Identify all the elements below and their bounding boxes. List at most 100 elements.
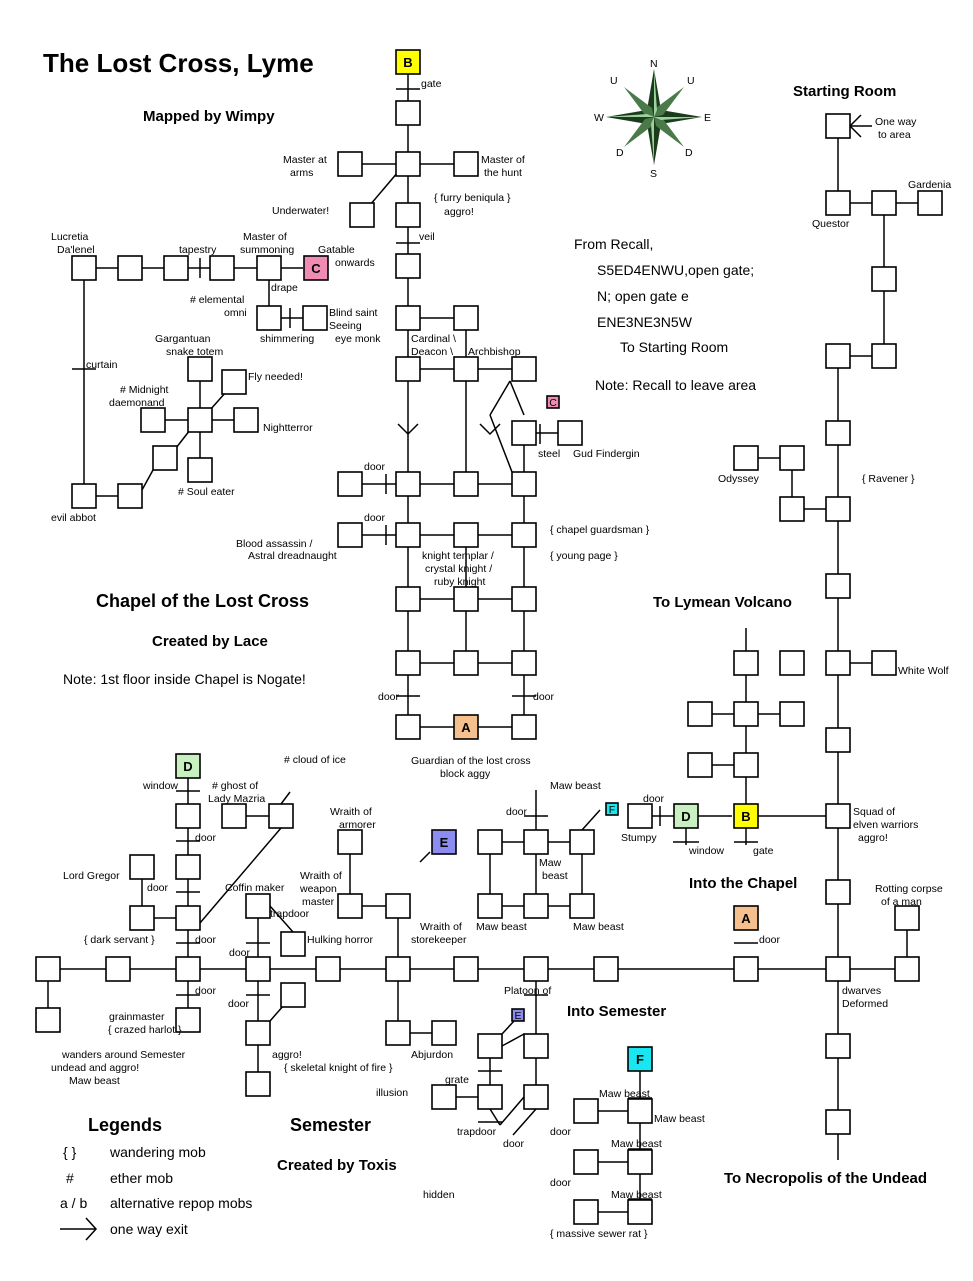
map-room	[337, 471, 363, 497]
map-room	[511, 471, 537, 497]
map-label: Questor	[812, 218, 850, 230]
map-title: The Lost Cross, Lyme	[43, 48, 314, 78]
marker-letter: E	[514, 1010, 521, 1022]
map-rooms	[35, 100, 943, 1225]
map-label: door	[229, 947, 251, 959]
map-room	[385, 956, 411, 982]
map-room	[825, 727, 851, 753]
marker-f	[627, 1046, 653, 1072]
connection-line	[209, 391, 227, 411]
map-room	[453, 650, 479, 676]
map-label: hidden	[423, 1189, 455, 1201]
map-room	[825, 420, 851, 446]
map-label: weapon	[299, 883, 337, 895]
map-room	[385, 1020, 411, 1046]
map-label: aggro!	[858, 832, 888, 844]
connection-line	[509, 380, 525, 416]
map-room	[511, 714, 537, 740]
directions-line-2: S5ED4ENWU,open gate;	[597, 262, 754, 278]
map-label: { skeletal knight of fire }	[284, 1062, 393, 1074]
map-room	[175, 803, 201, 829]
map-label: Lord Gregor	[63, 870, 120, 882]
map-label: elven warriors	[853, 819, 918, 831]
map-label: # elemental	[190, 294, 244, 306]
compass-d2: D	[685, 147, 693, 159]
map-room	[825, 573, 851, 599]
map-label: Master at	[283, 154, 327, 166]
map-label: { young page }	[550, 550, 618, 562]
map-label: Nightterror	[263, 422, 313, 434]
map-label: # ghost of	[212, 780, 258, 792]
map-label: onwards	[335, 257, 375, 269]
marker-letter: C	[549, 397, 557, 409]
marker-letter: F	[609, 804, 615, 816]
map-room	[511, 420, 537, 446]
map-label: eye monk	[335, 333, 381, 345]
map-label: Wraith of	[330, 806, 372, 818]
legend-text-oneway: one way exit	[110, 1221, 188, 1237]
marker-e	[431, 829, 457, 855]
map-label: tapestry	[179, 244, 217, 256]
map-label: door	[533, 691, 555, 703]
map-label: Maw beast	[599, 1088, 650, 1100]
marker-letter: C	[311, 261, 321, 276]
map-label: door	[506, 806, 528, 818]
map-label: grainmaster	[109, 1011, 165, 1023]
map-room	[349, 202, 375, 228]
map-label: shimmering	[260, 333, 314, 345]
map-label: ruby knight	[434, 576, 485, 588]
map-label: Gargantuan	[155, 333, 211, 345]
map-room	[523, 1084, 549, 1110]
map-room	[573, 1149, 599, 1175]
map-room	[733, 650, 759, 676]
map-room	[733, 956, 759, 982]
map-label: Coffin maker	[225, 882, 285, 894]
map-label: veil	[419, 231, 435, 243]
map-label: Deformed	[842, 998, 888, 1010]
compass-d1: D	[616, 147, 624, 159]
map-label: to area	[878, 129, 911, 141]
map-label: illusion	[376, 1087, 408, 1099]
map-room	[825, 113, 851, 139]
map-room	[117, 255, 143, 281]
legend-symbol-wandering: { }	[63, 1144, 77, 1160]
marker-a	[453, 714, 479, 740]
map-label: gate	[421, 78, 442, 90]
map-room	[779, 650, 805, 676]
map-label: One way	[875, 116, 917, 128]
marker-e	[511, 1008, 525, 1022]
map-label: Maw beast	[476, 921, 527, 933]
map-room	[511, 586, 537, 612]
map-label: block aggy	[440, 768, 491, 780]
map-room	[35, 956, 61, 982]
connection-line	[499, 1096, 525, 1126]
legend: Legends { } wandering mob # ether mob a …	[60, 1115, 252, 1241]
map-room	[523, 1033, 549, 1059]
map-label: Lucretia	[51, 231, 89, 243]
one-way-arrow-icon	[397, 423, 419, 436]
map-label: window	[688, 845, 724, 857]
marker-letter: F	[636, 1052, 644, 1067]
map-room	[733, 701, 759, 727]
map-label: door	[378, 691, 400, 703]
map-room	[557, 420, 583, 446]
compass-u1: U	[610, 75, 618, 87]
connection-line	[489, 414, 513, 473]
map-label: Seeing	[329, 320, 362, 332]
map-label: Stumpy	[621, 832, 657, 844]
map-room	[221, 803, 247, 829]
map-label: steel	[538, 448, 560, 460]
compass-s: S	[650, 168, 657, 180]
map-room	[825, 1033, 851, 1059]
map-room	[779, 701, 805, 727]
map-room	[687, 752, 713, 778]
map-room	[871, 266, 897, 292]
map-room	[453, 471, 479, 497]
map-room	[627, 803, 653, 829]
map-room	[302, 305, 328, 331]
map-room	[337, 893, 363, 919]
map-label: Maw beast	[69, 1075, 120, 1087]
map-room	[152, 445, 178, 471]
